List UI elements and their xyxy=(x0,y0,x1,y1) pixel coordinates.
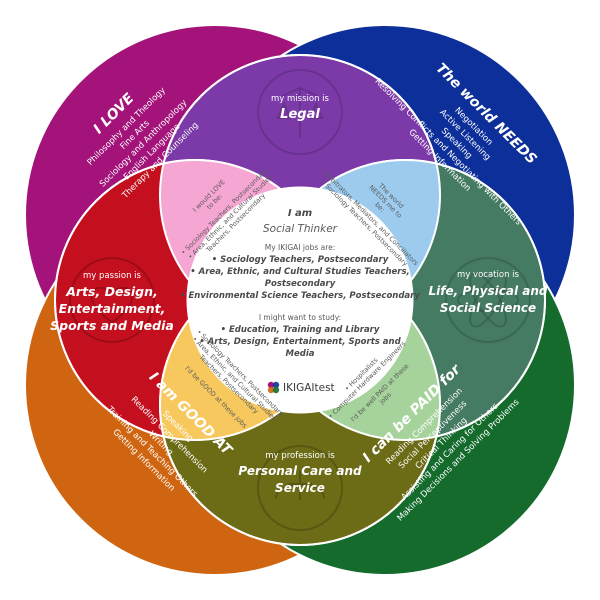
center-disc xyxy=(186,186,414,414)
ikigai-logo-text: IKIGAItest xyxy=(283,382,335,394)
center-job: • Sociology Teachers, Postsecondary xyxy=(212,255,389,265)
passion-line: Entertainment, xyxy=(59,301,166,316)
profession-line: Personal Care and xyxy=(238,464,362,478)
mission-caption: my mission is xyxy=(271,94,330,104)
vocation-line: Social Science xyxy=(440,301,536,315)
passion-emblem-icon xyxy=(69,257,155,343)
center-job: • Environmental Science Teachers, Postse… xyxy=(180,291,420,301)
vocation-caption: my vocation is xyxy=(457,270,519,280)
passion-caption: my passion is xyxy=(83,271,141,281)
profession-line: Service xyxy=(275,481,325,495)
center-study: • Education, Training and Library xyxy=(221,325,380,335)
vocation-emblem-icon xyxy=(445,257,531,343)
passion-line: Arts, Design, xyxy=(65,284,158,299)
profession-caption: my profession is xyxy=(265,451,335,461)
ikigai-logo-icon xyxy=(267,381,280,394)
center-study: Media xyxy=(286,349,315,359)
center-study-label: I might want to study: xyxy=(259,313,341,322)
profession-emblem-icon xyxy=(257,445,343,531)
vocation-line: Life, Physical and xyxy=(428,284,547,298)
mission-emblem-icon xyxy=(257,69,343,155)
mission-value: Legal xyxy=(280,107,320,122)
center-job: Postsecondary xyxy=(265,279,336,289)
center-jobs-label: My IKIGAI jobs are: xyxy=(265,243,336,252)
passion-line: Sports and Media xyxy=(50,318,174,333)
center-type: Social Thinker xyxy=(263,223,338,235)
center-iam: I am xyxy=(288,208,312,219)
center-study: • Arts, Design, Entertainment, Sports an… xyxy=(199,337,401,347)
ikigai-logo: IKIGAItest xyxy=(267,381,335,394)
center-job: • Area, Ethnic, and Cultural Studies Tea… xyxy=(190,267,409,277)
